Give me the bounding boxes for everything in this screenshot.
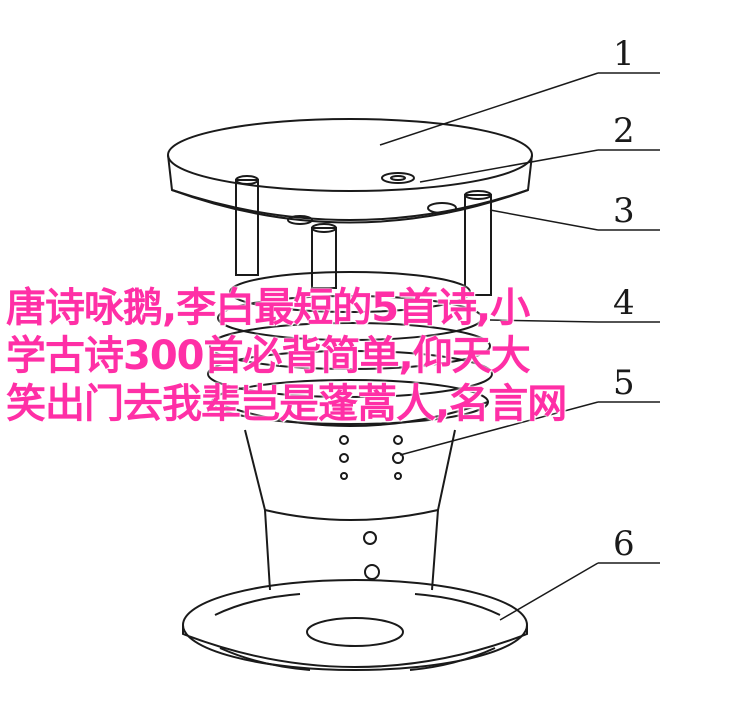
overlay-line-3: 笑出门去我辈岂是蓬蒿人,名言网	[6, 381, 567, 427]
callout-1: 1	[613, 34, 635, 74]
leader-lines	[379, 72, 660, 621]
callout-3: 3	[613, 191, 635, 231]
overlay-line-2: 学古诗300首必背简单,仰天大	[6, 333, 531, 379]
callout-6: 6	[613, 524, 635, 564]
body-housing	[244, 429, 456, 591]
overlay-headline: 唐诗咏鹅,李白最短的5首诗,小 学古诗300首必背简单,仰天大 笑出门去我辈岂是…	[6, 284, 736, 428]
callout-2: 2	[613, 111, 635, 151]
support-rods	[235, 175, 492, 296]
callout-labels: 1 2 3 4 5 6	[613, 34, 635, 564]
callout-5: 5	[613, 363, 635, 403]
top-cap	[167, 118, 533, 225]
overlay-line-1: 唐诗咏鹅,李白最短的5首诗,小	[6, 285, 530, 331]
base-plate	[182, 579, 528, 671]
callout-4: 4	[613, 283, 635, 323]
shield-stack	[207, 271, 493, 427]
